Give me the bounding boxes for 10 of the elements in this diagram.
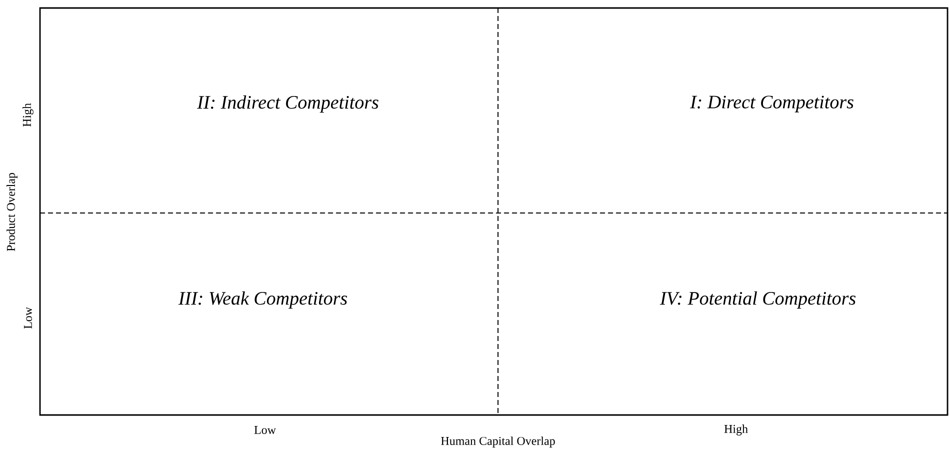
axis-label: Human Capital Overlap bbox=[441, 436, 555, 448]
quadrant-label: I: Direct Competitors bbox=[690, 96, 854, 112]
quadrant-label: II: Indirect Competitors bbox=[197, 95, 378, 113]
axis-label: Low bbox=[24, 307, 32, 329]
axis-label: Product Overlap bbox=[6, 172, 18, 252]
axis-label: High bbox=[22, 103, 34, 127]
quadrant-label: IV: Potential Competitors bbox=[660, 291, 856, 309]
quadrant-label: III: Weak Competitors bbox=[178, 291, 348, 309]
axis-label: Low bbox=[254, 426, 276, 434]
axis-label: High bbox=[724, 424, 748, 436]
